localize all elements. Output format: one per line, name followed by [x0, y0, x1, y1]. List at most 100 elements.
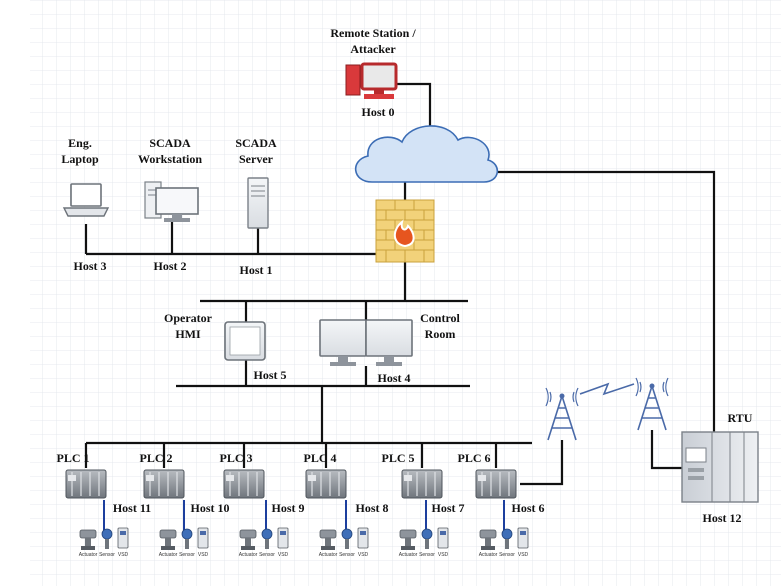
plc-6-node[interactable]: PLC 6 Host 6 [458, 451, 545, 515]
actuator-label: Actuator [159, 552, 178, 558]
host-12-label: Host 12 [703, 511, 742, 525]
sensor-label: Sensor [179, 552, 195, 558]
rtu-title: RTU [728, 411, 753, 425]
sensor-icon [101, 528, 113, 549]
actuator-icon [239, 529, 257, 550]
plc-icon [401, 469, 443, 499]
eng-laptop-title-2: Laptop [61, 152, 99, 166]
remote-station-title-2: Attacker [350, 42, 396, 56]
sensor-label: Sensor [339, 552, 355, 558]
scada-workstation-title-2: Workstation [138, 152, 202, 166]
actuator-icon [399, 529, 417, 550]
eng-laptop-node[interactable]: Eng. Laptop Host 3 [61, 136, 110, 273]
actuator-icon [319, 529, 337, 550]
vsd-label: VSD [358, 552, 369, 558]
workstation-icon [144, 181, 199, 222]
scada-server-title-2: Server [239, 152, 274, 166]
rtu-node[interactable]: RTU Host 12 [681, 411, 759, 525]
sensor-icon [501, 528, 513, 549]
plc-5-host-label: Host 7 [432, 501, 465, 515]
plc-2-title: PLC 2 [140, 451, 173, 465]
plc-3-node[interactable]: PLC 3 Host 9 [220, 451, 305, 515]
vsd-label: VSD [518, 552, 529, 558]
plc-6-host-label: Host 6 [512, 501, 545, 515]
dual-monitor-icon [319, 319, 413, 366]
host-2-label: Host 2 [154, 259, 187, 273]
vsd-label: VSD [198, 552, 209, 558]
plc-1-title: PLC 1 [57, 451, 90, 465]
eng-laptop-title-1: Eng. [68, 136, 92, 150]
actuator-label: Actuator [399, 552, 418, 558]
server-tower-icon [247, 177, 269, 229]
remote-pc-icon [345, 62, 398, 99]
radio-tower-icon [545, 387, 579, 441]
plc-6-title: PLC 6 [458, 451, 491, 465]
operator-hmi-node[interactable]: Operator HMI Host 5 [164, 311, 286, 382]
plc-icon [65, 469, 107, 499]
plc-4-host-label: Host 8 [356, 501, 389, 515]
remote-station-title-1: Remote Station / [330, 26, 416, 40]
plc-3-host-label: Host 9 [272, 501, 305, 515]
actuator-icon [479, 529, 497, 550]
plc-2-host-label: Host 10 [191, 501, 230, 515]
host-4-label: Host 4 [378, 371, 411, 385]
actuator-icon [159, 529, 177, 550]
actuator-label: Actuator [79, 552, 98, 558]
vsd-label: VSD [438, 552, 449, 558]
wireless-link-icon [579, 382, 635, 396]
radio-tower-icon [635, 377, 669, 431]
rtu-cabinet-icon [681, 431, 759, 503]
vsd-icon [277, 527, 289, 549]
plc-2-node[interactable]: PLC 2 Host 10 [140, 451, 230, 515]
sensor-icon [421, 528, 433, 549]
host-3-label: Host 3 [74, 259, 107, 273]
plc-icon [305, 469, 347, 499]
sensor-label: Sensor [99, 552, 115, 558]
sensor-icon [341, 528, 353, 549]
control-room-node[interactable]: Control Room Host 4 [319, 311, 461, 385]
actuator-label: Actuator [479, 552, 498, 558]
vsd-label: VSD [118, 552, 129, 558]
scada-workstation-node[interactable]: SCADA Workstation Host 2 [138, 136, 202, 273]
hmi-panel-icon [224, 321, 266, 361]
connections [84, 82, 716, 486]
operator-hmi-title-1: Operator [164, 311, 213, 325]
scada-workstation-title-1: SCADA [149, 136, 191, 150]
control-room-title-2: Room [425, 327, 456, 341]
scada-server-node[interactable]: SCADA Server Host 1 [235, 136, 277, 277]
internet-cloud-icon [354, 125, 499, 183]
control-room-title-1: Control [420, 311, 460, 325]
vsd-icon [197, 527, 209, 549]
plc-icon [143, 469, 185, 499]
host-0-label: Host 0 [362, 105, 395, 119]
sensor-icon [261, 528, 273, 549]
host-5-label: Host 5 [254, 368, 287, 382]
vsd-icon [437, 527, 449, 549]
vsd-icon [517, 527, 529, 549]
actuator-icon [79, 529, 97, 550]
host-1-label: Host 1 [240, 263, 273, 277]
sensor-label: Sensor [499, 552, 515, 558]
sensor-icon [181, 528, 193, 549]
vsd-label: VSD [278, 552, 289, 558]
plc-3-title: PLC 3 [220, 451, 253, 465]
field-links [103, 500, 505, 532]
remote-station-node[interactable]: Remote Station / Attacker Host 0 [330, 26, 416, 119]
sensor-label: Sensor [419, 552, 435, 558]
plc-icon [475, 469, 517, 499]
plc-icon [223, 469, 265, 499]
scada-server-title-1: SCADA [235, 136, 277, 150]
plc-1-node[interactable]: PLC 1 Host 11 [57, 451, 152, 515]
firewall-icon [375, 199, 435, 263]
plc-1-host-label: Host 11 [113, 501, 151, 515]
vsd-icon [357, 527, 369, 549]
